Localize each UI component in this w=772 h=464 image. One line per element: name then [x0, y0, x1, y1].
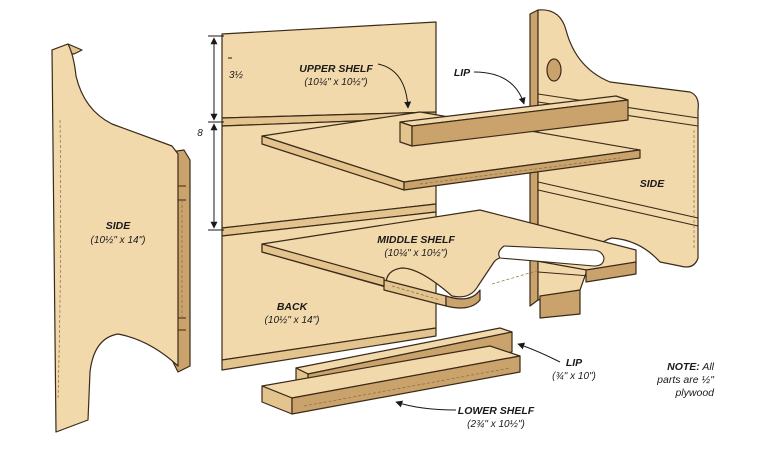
middle-shelf-dims: (10¼" x 10½"): [384, 247, 447, 259]
side-left-dims: (10½" x 14"): [91, 235, 146, 246]
middle-shelf: [261, 209, 637, 309]
lower-shelf: [261, 345, 521, 415]
back-dims: (10½" x 14"): [265, 315, 320, 326]
lower-shelf-dims: (2¾" x 10½"): [467, 419, 525, 430]
dimension-lines: [208, 35, 224, 231]
middle-shelf-label: MIDDLE SHELF: [377, 234, 455, 246]
note-line1-rest: All: [700, 361, 715, 373]
shelf-support: [539, 289, 581, 319]
dimension-upper: 3½: [229, 70, 244, 81]
upper-shelf-dims: (10¼" x 10½"): [304, 76, 367, 88]
upper-shelf: [261, 95, 641, 191]
dimension-overall: 8: [197, 128, 203, 139]
left-side-panel: [51, 43, 191, 433]
leader-lines: [377, 63, 561, 411]
note-line1: NOTE: All: [667, 361, 715, 373]
note-line2: parts are ½": [656, 374, 715, 386]
lip-bottom-dims: (¾" x 10"): [552, 371, 596, 382]
side-right-label: SIDE: [640, 178, 666, 190]
lip-top-label: LIP: [454, 67, 471, 79]
lower-shelf-label: LOWER SHELF: [458, 405, 535, 417]
note-line3: plywood: [674, 387, 715, 399]
note-heading: NOTE:: [667, 361, 700, 373]
upper-shelf-label: UPPER SHELF: [299, 63, 373, 75]
lip-bottom-label: LIP: [566, 357, 583, 369]
side-left-label: SIDE: [106, 220, 132, 232]
back-label: BACK: [277, 301, 309, 313]
